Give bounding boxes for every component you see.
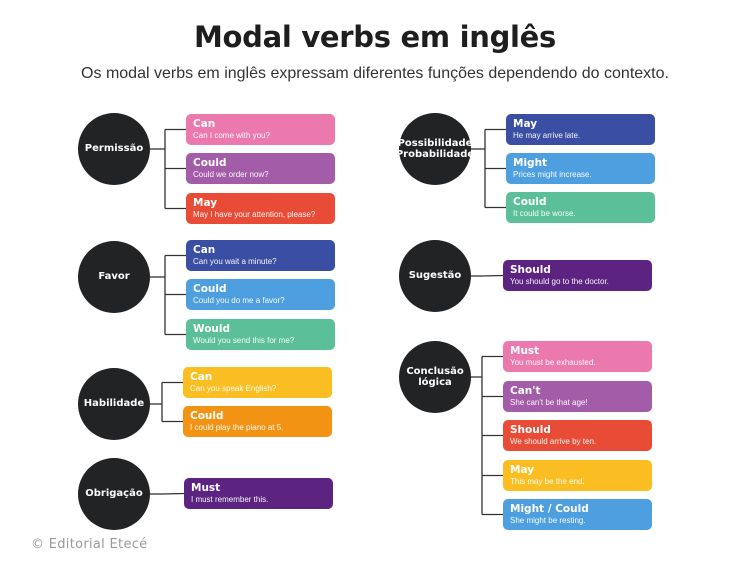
example-sentence: You must be exhausted.: [510, 358, 596, 367]
verb-label: Might / Could: [510, 503, 589, 515]
node-permissao: Permissão: [78, 113, 150, 185]
example-sentence: He may arrive late.: [513, 131, 581, 140]
verb-label: Can: [193, 118, 216, 130]
node-label: Favor: [98, 271, 130, 283]
verb-label: Could: [193, 283, 227, 295]
node-label: Conclusão lógica: [406, 365, 464, 389]
connector-obrigacao-branch-0: [162, 492, 185, 495]
example-sentence: This may be the end.: [510, 477, 585, 486]
page-subtitle: Os modal verbs em inglês expressam difer…: [81, 65, 669, 82]
connector-sugestao-branch-0: [481, 274, 504, 277]
verb-label: Should: [510, 424, 551, 436]
example-sentence: Can you wait a minute?: [193, 257, 277, 266]
node-label: Sugestão: [408, 270, 462, 282]
node-label: Habilidade: [83, 398, 145, 410]
node-habilidade: Habilidade: [78, 368, 150, 440]
verb-label: Could: [513, 196, 547, 208]
node-label: Permissão: [84, 143, 144, 155]
example-sentence: She might be resting.: [510, 516, 586, 525]
verb-label: Should: [510, 264, 551, 276]
verb-label: Would: [193, 323, 231, 335]
example-sentence: Would you send this for me?: [193, 336, 295, 345]
example-sentence: Could you do me a favor?: [193, 296, 285, 305]
verb-label: Must: [191, 482, 221, 494]
example-sentence: Can I come with you?: [193, 131, 270, 140]
example-sentence: May I have your attention, please?: [193, 210, 316, 219]
verb-label: May: [510, 464, 535, 476]
example-sentence: You should go to the doctor.: [510, 277, 609, 286]
example-sentence: Can you speak English?: [190, 384, 277, 393]
node-conclusao-logica: Conclusão lógica: [399, 341, 471, 413]
node-sugestao: Sugestão: [399, 240, 471, 312]
verb-label: May: [193, 197, 218, 209]
verb-label: Could: [190, 410, 224, 422]
node-label: Possibilidade Probabilidade: [395, 137, 475, 161]
node-obrigacao: Obrigação: [78, 458, 150, 530]
page-title: Modal verbs em inglês: [193, 20, 557, 54]
example-sentence: I must remember this.: [191, 495, 269, 504]
copyright-notice: © Editorial Etecé: [31, 537, 148, 552]
example-sentence: She can't be that age!: [510, 398, 588, 407]
example-sentence: It could be worse.: [513, 209, 576, 218]
verb-label: May: [513, 118, 538, 130]
verb-label: Might: [513, 157, 548, 169]
node-possibilidade-probabilidade: Possibilidade Probabilidade: [396, 113, 474, 185]
example-sentence: I could play the piano at 5.: [190, 423, 284, 432]
node-favor: Favor: [78, 241, 150, 313]
node-label: Obrigação: [85, 488, 143, 500]
verb-label: Must: [510, 345, 540, 357]
example-sentence: We should arrive by ten.: [510, 437, 597, 446]
example-sentence: Could we order now?: [193, 170, 269, 179]
example-sentence: Prices might increase.: [513, 170, 592, 179]
verb-label: Can: [193, 244, 216, 256]
verb-label: Can: [190, 371, 213, 383]
verb-label: Could: [193, 157, 227, 169]
verb-label: Can't: [510, 385, 541, 397]
